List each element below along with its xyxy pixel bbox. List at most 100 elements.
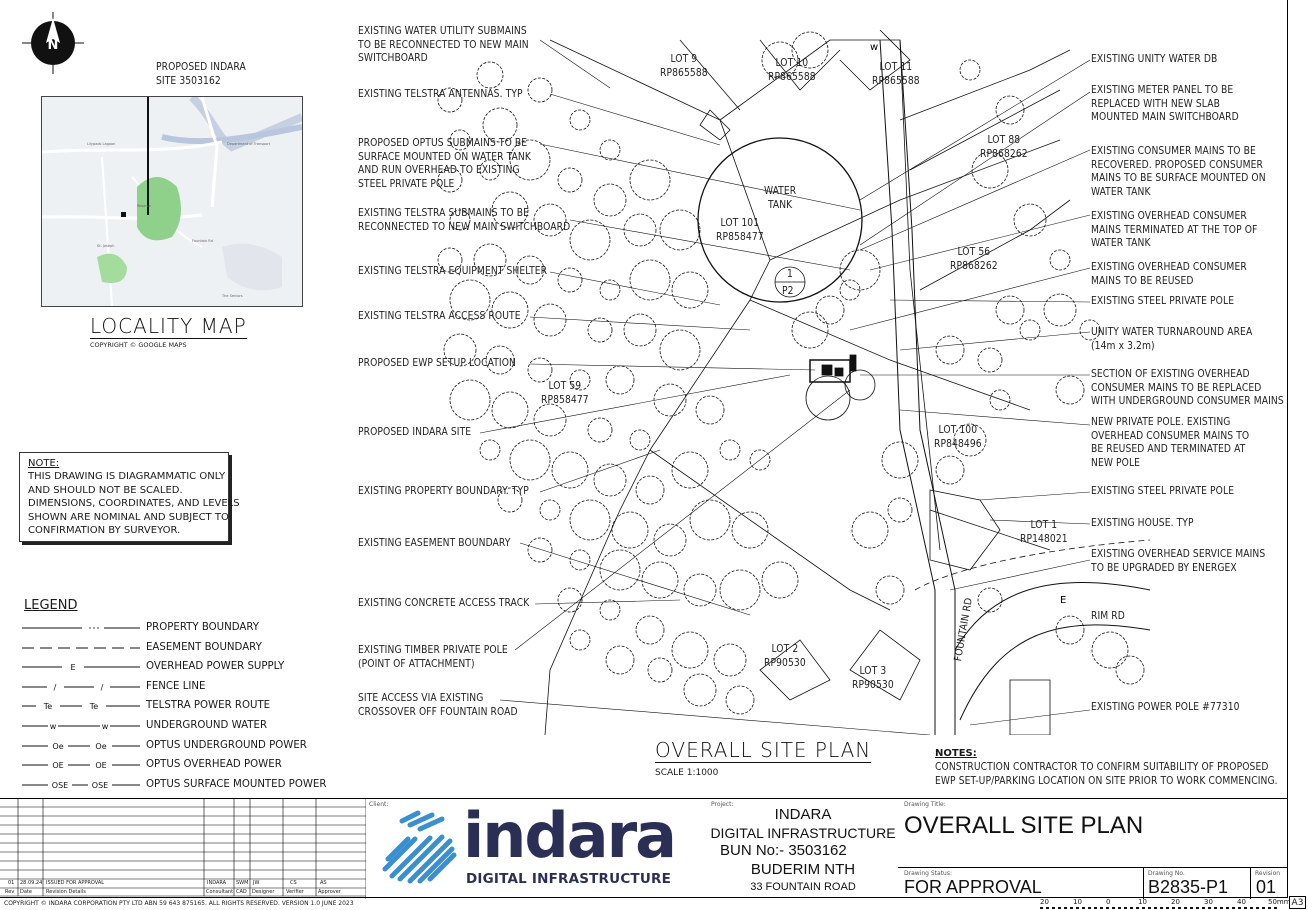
rev-date: 28.09.24 [20,880,43,886]
svg-text:OSE: OSE [52,781,68,790]
lot-label: LOT 2 RP90530 [764,644,806,669]
rev-header-designer: Designer [252,889,275,895]
note-body: THIS DRAWING IS DIAGRAMMATIC ONLY AND SH… [28,471,240,537]
rev-number: 01 [8,880,15,886]
svg-text:w: w [50,722,57,731]
callout-right: NEW PRIVATE POLE. EXISTING OVERHEAD CONS… [1091,417,1250,469]
project-label: Project: [711,801,734,808]
revision-number: 01 [1256,877,1277,897]
logo-wordmark: indara [463,799,677,872]
project-name: INDARA [774,806,832,823]
scale-tick-label: 30 [1204,898,1213,906]
svg-text:St. Joseph: St. Joseph [97,244,114,248]
legend-line-symbol: E [22,663,140,672]
lot-label: LOT 59 RP858477 [541,381,589,406]
scale-tick-label: 50mm [1268,898,1291,906]
section-marker-ref: P2 [782,286,794,297]
legend-label: EASEMENT BOUNDARY [146,641,262,653]
svg-text:/: / [101,683,104,692]
rev-verifier: CS [290,880,297,886]
svg-text:w: w [870,42,878,53]
callout-left: EXISTING EASEMENT BOUNDARY [358,538,511,549]
callout-left: EXISTING TELSTRA ANTENNAS. TYP [358,89,523,100]
rev-details: ISSUED FOR APPROVAL [46,880,105,886]
rev-designer: JW [253,880,260,886]
callout-left: PROPOSED EWP SETUP LOCATION [358,358,516,369]
lot-label: LOT 1 RP148021 [1020,520,1068,545]
rev-header-approver: Approver [318,889,341,895]
callout-right: EXISTING HOUSE. TYP [1091,518,1194,529]
lot-label: LOT 56 RP868262 [950,247,998,272]
drawing-no-label: Drawing No. [1148,870,1185,877]
project-location: BUDERIM NTH [750,861,856,878]
scale-tick-label: 10 [1073,898,1082,906]
water-tank-label: WATER TANK [764,186,797,211]
svg-text:/: / [54,683,57,692]
drawing-title-label: Drawing Title: [904,801,946,808]
legend-label: OPTUS UNDERGROUND POWER [146,739,307,751]
copyright-footer: COPYRIGHT © INDARA CORPORATION PTY LTD A… [4,900,354,907]
callout-right: SECTION OF EXISTING OVERHEAD CONSUMER MA… [1091,369,1284,407]
legend-label: TELSTRA POWER ROUTE [146,700,271,712]
callout-right: EXISTING UNITY WATER DB [1091,54,1218,65]
sheet-size: A3 [1289,896,1306,909]
scale-tick-label: 0 [1106,898,1111,906]
lot-label: LOT 10 RP865588 [768,58,816,83]
notes-heading: NOTES: [935,748,977,759]
callout-right: EXISTING STEEL PRIVATE POLE [1091,296,1235,307]
callout-left: EXISTING TELSTRA EQUIPMENT SHELTER [358,266,548,277]
locality-map-title: LOCALITY MAP [90,314,247,339]
client-label: Client: [369,801,389,808]
legend-line-symbol: Oe Oe [22,742,140,751]
rev-header-date: Date [20,889,32,895]
callout-right: EXISTING METER PANEL TO BE REPLACED WITH… [1091,85,1239,123]
rev-consultant: INDARA [207,880,227,886]
callout-left: EXISTING CONCRETE ACCESS TRACK [358,598,530,609]
svg-text:Oe: Oe [52,742,63,751]
svg-text:Department of Transport: Department of Transport [227,142,271,146]
rev-header-consultant: Consultant [206,889,234,895]
site-plan-drawing[interactable]: w E [430,30,1150,735]
callout-right: UNITY WATER TURNAROUND AREA (14m x 3.2m) [1091,327,1253,352]
legend-line-symbol [22,627,140,629]
lot-label: LOT 101 RP858477 [716,218,764,243]
callout-right: EXISTING STEEL PRIVATE POLE [1091,486,1235,497]
title-block: 01 28.09.24 ISSUED FOR APPROVAL INDARA S… [0,798,1288,899]
svg-text:The Seniors: The Seniors [221,294,243,298]
legend-label: OPTUS SURFACE MOUNTED POWER [146,778,327,790]
revision-label: Revision [1255,870,1281,877]
notes-body: CONSTRUCTION CONTRACTOR TO CONFIRM SUITA… [935,762,1278,787]
locality-map-image[interactable]: Lilypads Lagoon Department of Transport … [41,96,303,307]
scale-tick-label: 40 [1237,898,1246,906]
note-box: NOTE: THIS DRAWING IS DIAGRAMMATIC ONLY … [19,452,240,542]
drawing-number: B2835-P1 [1148,877,1229,897]
site-plan-scale: SCALE 1:1000 [655,768,719,778]
svg-text:Te: Te [43,702,53,711]
legend-label: FENCE LINE [146,680,206,692]
legend-title: LEGEND [24,598,78,613]
svg-text:E: E [70,663,75,672]
rev-header-verifier: Verifier [286,889,304,895]
svg-text:Oe: Oe [95,742,106,751]
svg-text:OE: OE [52,761,63,770]
callout-right: EXISTING OVERHEAD CONSUMER MAINS TERMINA… [1091,211,1258,249]
legend-label: OVERHEAD POWER SUPPLY [146,661,285,673]
callout-left: EXISTING TELSTRA SUBMAINS TO BE RECONNEC… [358,208,571,233]
scale-tick-label: 10 [1138,898,1147,906]
lot-label: LOT 100 RP848496 [934,425,982,450]
callout-right: EXISTING OVERHEAD SERVICE MAINS TO BE UP… [1091,549,1266,574]
legend-line-symbol: // [22,683,140,692]
lot-label: LOT 3 RP90530 [852,666,894,691]
callout-right: EXISTING OVERHEAD CONSUMER MAINS TO BE R… [1091,262,1247,287]
site-plan-title: OVERALL SITE PLAN [655,738,872,763]
callout-left: SITE ACCESS VIA EXISTING CROSSOVER OFF F… [358,693,518,718]
svg-text:OSE: OSE [92,781,108,790]
logo-subtitle: DIGITAL INFRASTRUCTURE [466,871,672,887]
drawing-title: OVERALL SITE PLAN [904,812,1144,839]
callout-right: RIM RD [1091,611,1125,622]
callout-left: EXISTING PROPERTY BOUNDARY. TYP [358,486,529,497]
callout-left: PROPOSED INDARA SITE [358,427,472,438]
